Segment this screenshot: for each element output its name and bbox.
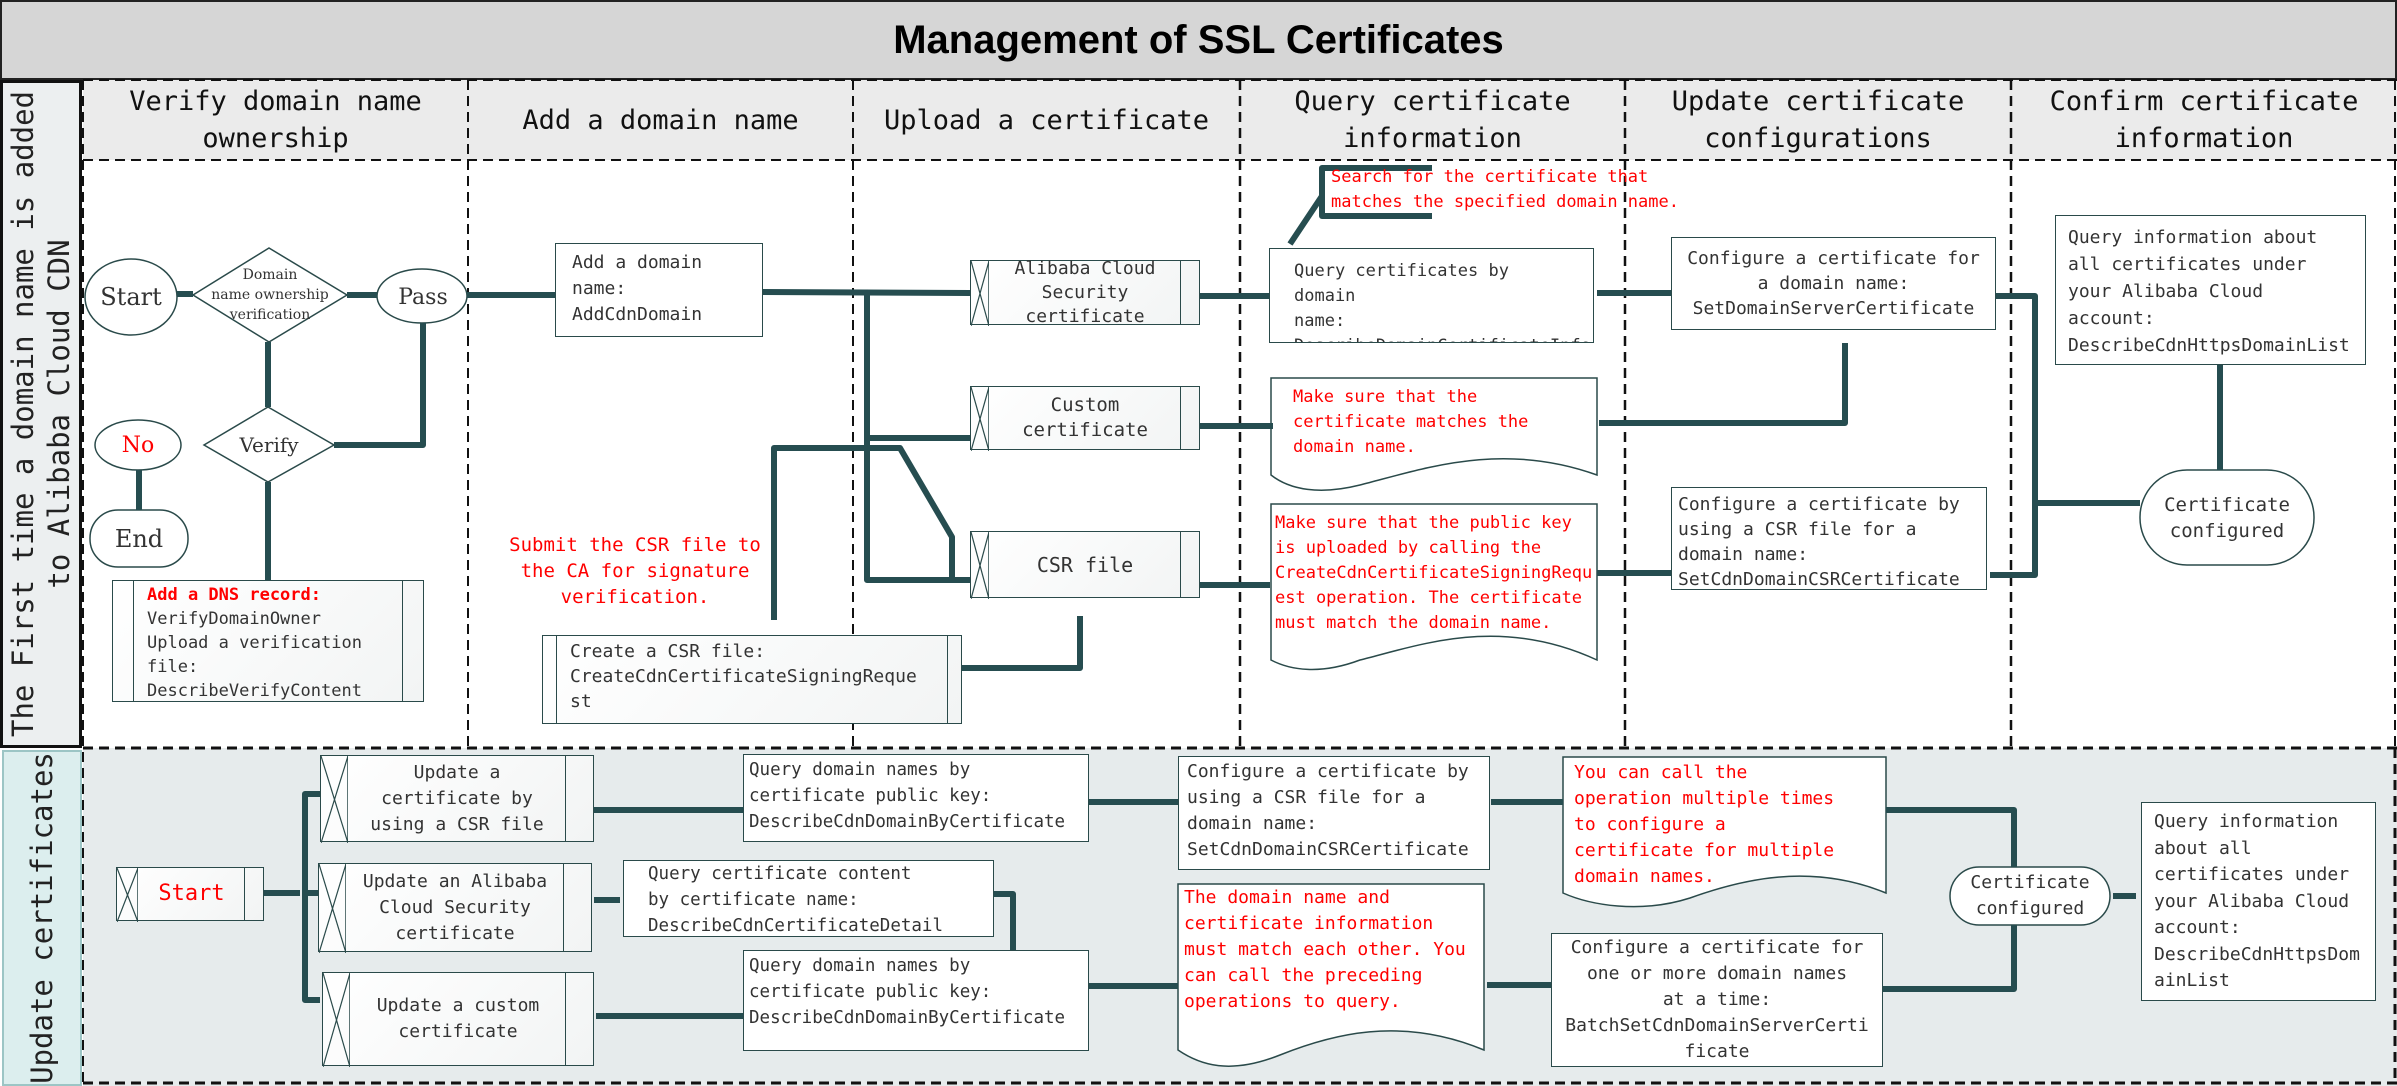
verify-label: Verify — [239, 433, 299, 457]
multiple-note: You can call the operation multiple time… — [1574, 762, 1835, 887]
custom-cert-box: Custom certificate — [970, 386, 1200, 451]
query-by-pubkey-box-1: Query domain names by certificate public… — [743, 754, 1089, 842]
update-csr-label: Update a certificate by using a CSR file — [370, 761, 544, 835]
query-all-box: Query information about all certificates… — [2055, 215, 2366, 365]
column-header-add-domain: Add a domain name — [468, 80, 853, 160]
dns-record-body: VerifyDomainOwner Upload a verification … — [147, 609, 362, 701]
lane-label-first-time: The First time a domain name is added to… — [0, 80, 82, 748]
column-header-upload: Upload a certificate — [853, 80, 1240, 160]
update-start-box[interactable]: Start — [116, 867, 264, 922]
start-label: Start — [100, 283, 162, 311]
add-domain-box: Add a domain name: AddCdnDomain — [555, 243, 763, 337]
create-csr-box: Create a CSR file: CreateCdnCertificateS… — [542, 635, 962, 724]
update-custom-label: Update a custom certificate — [376, 995, 540, 1042]
csr-file-label: CSR file — [1036, 552, 1134, 577]
end-label: End — [114, 525, 164, 553]
alibaba-cert-label: Alibaba Cloud Security certificate — [1014, 257, 1156, 327]
set-csr-cert-box: Configure a certificate by using a CSR f… — [1671, 487, 1987, 590]
csr-file-box: CSR file — [970, 531, 1200, 599]
diagram-title: Management of SSL Certificates — [893, 17, 1504, 62]
update-alibaba-box: Update an Alibaba Cloud Security certifi… — [318, 863, 592, 953]
cert-configured-label: Certificate configured — [2164, 493, 2290, 542]
make-sure-match-note: Make sure that the certificate matches t… — [1293, 387, 1529, 457]
column-header-query: Query certificate information — [1240, 80, 1625, 160]
subprocess-cross-icon — [971, 261, 989, 326]
lane2-cert-configured-label: Certificate configured — [1970, 872, 2090, 919]
query-by-domain-box: Query certificates by domain name: Descr… — [1269, 248, 1594, 343]
create-csr-text: Create a CSR file: CreateCdnCertificateS… — [570, 641, 917, 712]
lane-label-update: Update certificates — [2, 750, 82, 1086]
match-note: The domain name and certificate informat… — [1184, 887, 1466, 1012]
batch-set-box: Configure a certificate for one or more … — [1551, 933, 1883, 1067]
subprocess-cross-icon — [117, 868, 138, 922]
update-custom-box: Update a custom certificate — [322, 972, 594, 1067]
custom-cert-label: Custom certificate — [1022, 394, 1148, 441]
lane-title-update: Update certificates — [25, 752, 60, 1084]
no-label: No — [121, 432, 155, 458]
dns-record-box: Add a DNS record: VerifyDomainOwner Uplo… — [112, 580, 424, 702]
lane2-set-csr-cert-box: Configure a certificate by using a CSR f… — [1178, 756, 1490, 870]
subprocess-cross-icon — [321, 756, 348, 843]
subprocess-cross-icon — [971, 532, 989, 599]
lane-title-first-time: The First time a domain name is added to… — [6, 90, 77, 738]
alibaba-cert-box: Alibaba Cloud Security certificate — [970, 257, 1200, 327]
domain-verification-label: Domain name ownership verification — [211, 267, 329, 323]
query-content-box: Query certificate content by certificate… — [623, 860, 994, 937]
make-sure-public-key-note: Make sure that the public key is uploade… — [1275, 513, 1593, 633]
lane2-query-all-box: Query information about all certificates… — [2141, 802, 2376, 1001]
subprocess-cross-icon — [971, 387, 989, 451]
column-header-update-config: Update certificate configurations — [1625, 80, 2011, 160]
pass-label: Pass — [398, 284, 448, 310]
set-domain-server-cert-box: Configure a certificate for a domain nam… — [1671, 237, 1996, 330]
query-by-pubkey-box-2: Query domain names by certificate public… — [743, 950, 1089, 1051]
subprocess-cross-icon — [323, 973, 350, 1067]
dns-record-title: Add a DNS record: — [147, 585, 321, 605]
subprocess-cross-icon — [319, 864, 346, 953]
update-start-label: Start — [158, 881, 225, 906]
update-csr-box: Update a certificate by using a CSR file — [320, 755, 594, 843]
diagram-title-bar: Management of SSL Certificates — [0, 0, 2397, 80]
csr-note: Submit the CSR file to the CA for signat… — [509, 534, 761, 608]
column-header-verify: Verify domain name ownership — [83, 80, 468, 160]
update-alibaba-label: Update an Alibaba Cloud Security certifi… — [362, 870, 548, 944]
search-note: Search for the certificate that matches … — [1331, 167, 1679, 212]
column-header-confirm: Confirm certificate information — [2011, 80, 2397, 160]
